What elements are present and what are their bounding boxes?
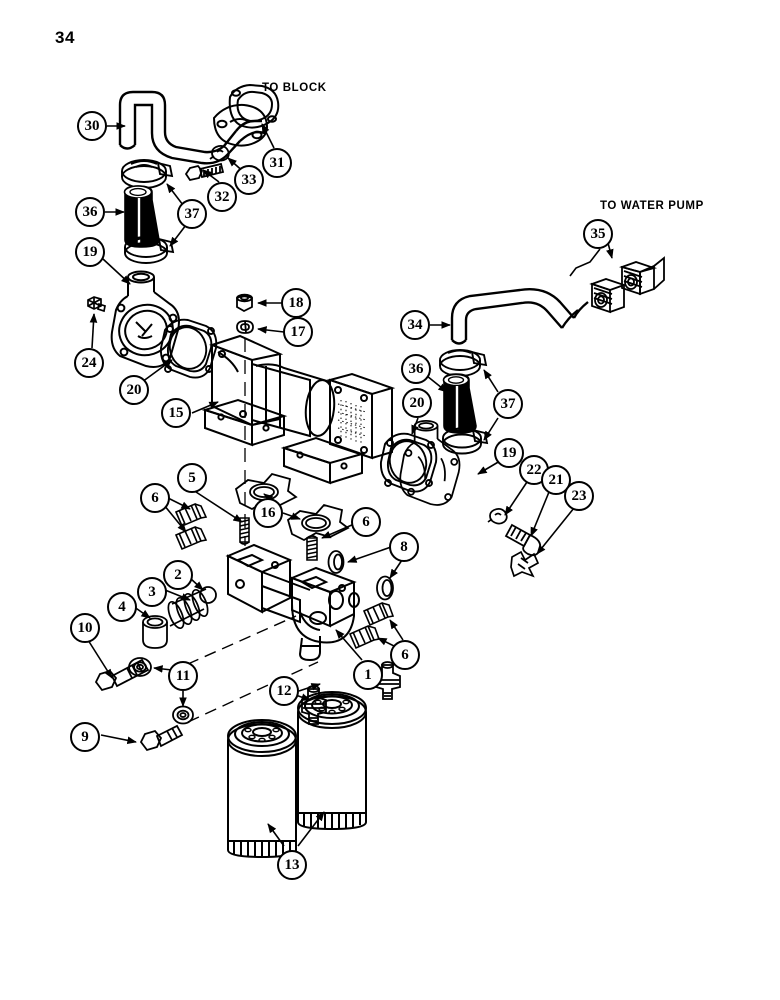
callout-6-left[interactable]: 6 [140,483,170,513]
callout-20-right[interactable]: 20 [402,388,432,418]
part-ball-check [199,586,217,604]
callout-37-top[interactable]: 37 [177,199,207,229]
part-nut-18 [236,293,253,313]
part-washer-11a [128,657,152,677]
label-to-water-pump: TO WATER PUMP [600,200,704,212]
callout-13[interactable]: 13 [277,850,307,880]
callout-21[interactable]: 21 [541,465,571,495]
page-number: 34 [55,28,75,47]
callout-2[interactable]: 2 [163,560,193,590]
part-gasket-16b [286,503,350,542]
callout-31[interactable]: 31 [262,148,292,178]
part-hose-clamp-lower [124,236,175,264]
part-capscrew-21 [504,523,542,557]
part-lockwasher-22 [487,508,508,525]
part-stud-5 [239,517,250,545]
part-hose-upper [123,185,160,248]
callout-33[interactable]: 33 [234,165,264,195]
callout-1[interactable]: 1 [353,660,383,690]
part-adapter-nut [589,278,627,314]
part-hose-clamp-upper [121,159,174,189]
part-water-hose-34 [450,288,589,345]
callout-32[interactable]: 32 [207,182,237,212]
callout-8[interactable]: 8 [389,532,419,562]
part-stud-6d [348,624,381,650]
part-plug-24 [87,296,106,313]
part-gasket-left [160,318,218,379]
part-filter-head-base [225,543,360,662]
callout-34[interactable]: 34 [400,310,430,340]
callout-10[interactable]: 10 [70,613,100,643]
part-stud-6e [362,601,395,627]
callout-4[interactable]: 4 [107,592,137,622]
callout-35[interactable]: 35 [583,219,613,249]
part-oring-8b [376,575,394,601]
callout-20-left[interactable]: 20 [119,375,149,405]
callout-11[interactable]: 11 [168,661,198,691]
part-spring-3 [167,588,209,630]
callout-37-right[interactable]: 37 [493,389,523,419]
part-lockwasher-17 [236,320,254,334]
part-lockwasher-33 [209,144,230,162]
callout-36-top[interactable]: 36 [75,197,105,227]
part-stud-6a [174,502,208,528]
part-gasket-right [380,432,438,493]
part-stud-6b [174,525,208,551]
callout-24[interactable]: 24 [74,348,104,378]
callout-15[interactable]: 15 [161,398,191,428]
callout-19-right[interactable]: 19 [494,438,524,468]
callout-9[interactable]: 9 [70,722,100,752]
part-water-transfer-tube [118,90,267,165]
callout-30[interactable]: 30 [77,111,107,141]
part-water-elbow-right [399,420,461,506]
part-capscrew-10 [94,658,150,692]
callout-36-right[interactable]: 36 [401,354,431,384]
part-stud-6c [306,535,318,561]
part-hose-right [442,373,477,434]
part-oil-filter-left [227,719,297,859]
callout-3[interactable]: 3 [137,577,167,607]
part-oring-8a [327,550,345,574]
part-water-elbow-left [110,270,180,368]
part-oil-filter-right [297,691,367,831]
part-gasket-to-block [228,83,280,129]
callout-12[interactable]: 12 [269,676,299,706]
part-oil-cooler [201,334,396,485]
part-clip-23 [510,550,540,578]
callout-18[interactable]: 18 [281,288,311,318]
part-hose-clamp-right-upper [439,349,488,377]
callout-6-right-lower[interactable]: 6 [390,640,420,670]
label-to-block: TO BLOCK [262,82,327,94]
part-bushing-4 [142,615,168,649]
callout-22[interactable]: 22 [519,455,549,485]
leader-lines [87,122,614,847]
callout-16[interactable]: 16 [253,498,283,528]
callout-19-left[interactable]: 19 [75,237,105,267]
callout-23[interactable]: 23 [564,481,594,511]
callout-5[interactable]: 5 [177,463,207,493]
part-capscrew-9 [139,724,184,752]
callout-17[interactable]: 17 [283,317,313,347]
callout-6-right-upper[interactable]: 6 [351,507,381,537]
part-adapter-fitting [619,256,665,296]
